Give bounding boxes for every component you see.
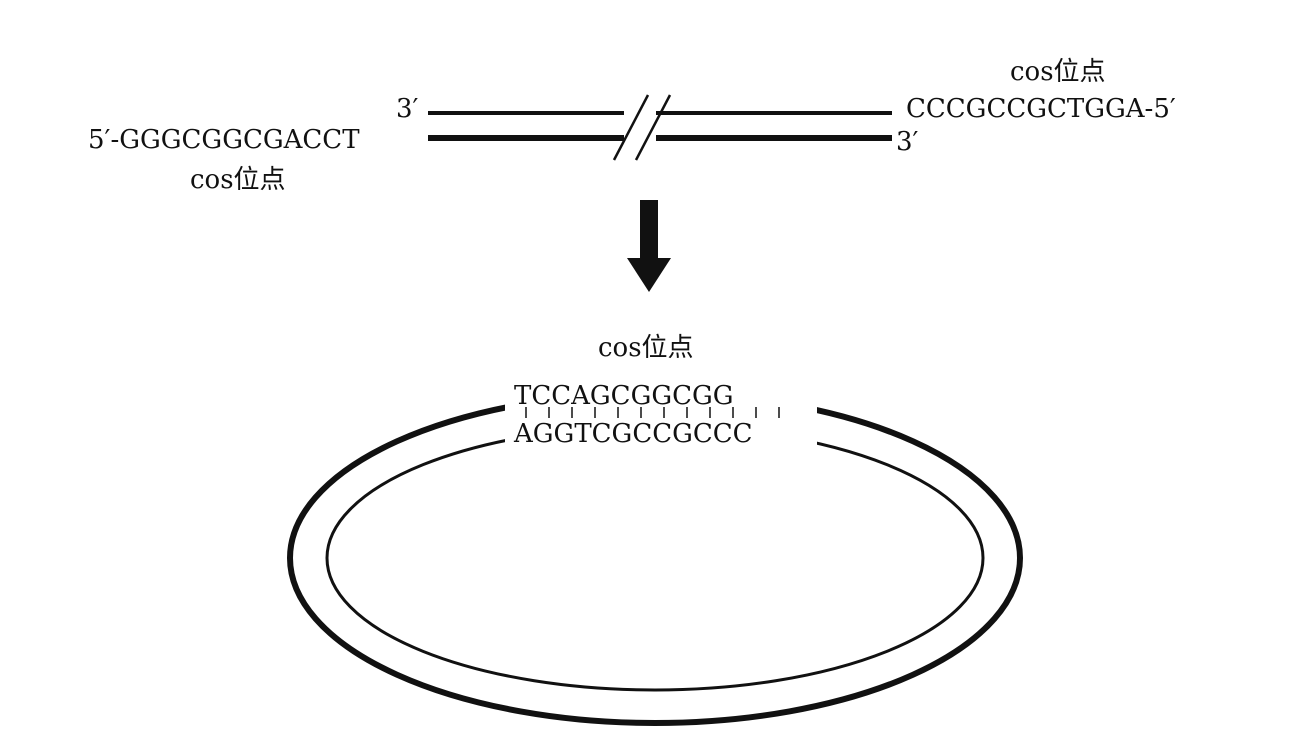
break-slash-right (634, 94, 672, 161)
lower-strand-left-sequence: 5′-GGGCGGCGACCT (88, 125, 360, 155)
down-arrow (627, 200, 671, 292)
ring-top-sequence: TCCAGCGGCGG (514, 381, 734, 411)
inner-ring (325, 424, 985, 692)
base-pair-ticks (525, 407, 780, 418)
cos-label-bottom-left: cos位点 (190, 165, 286, 195)
cos-label-top-right: cos位点 (1010, 57, 1106, 87)
cos-label-circle: cos位点 (598, 333, 694, 363)
break-slash-left (612, 94, 650, 161)
strand-break-gap (624, 100, 656, 150)
ring-bottom-sequence: AGGTCGCCGCCC (513, 419, 753, 449)
upper-strand-3-prime: 3′ (396, 94, 419, 124)
upper-strand-right-sequence: CCCGCCGCTGGA-5′ (906, 94, 1176, 124)
ring-sequence-gap (505, 370, 817, 450)
circular-dna: cos位点 TCCAGCGGCGG (287, 333, 1023, 726)
linear-dna: cos位点 3′ CCCGCCGCTGGA-5′ 5′-GGGCGGCGACCT… (88, 57, 1176, 195)
lower-strand-3-prime: 3′ (896, 127, 919, 157)
arrow-head (627, 258, 671, 292)
arrow-shaft (640, 200, 658, 260)
